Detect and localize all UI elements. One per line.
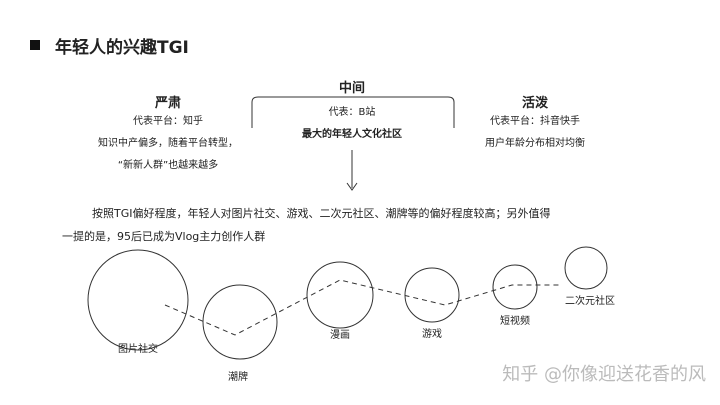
middle-line: 最大的年轻人文化社区 bbox=[302, 129, 402, 140]
paragraph-line: 按照TGI偏好程度，年轻人对图片社交、游戏、二次元社区、潮牌等的偏好程度较高；另… bbox=[92, 207, 551, 220]
bubble-circle bbox=[202, 284, 278, 360]
bubble-label: 图片社交 bbox=[118, 344, 158, 355]
bubble-label: 二次元社区 bbox=[565, 296, 615, 307]
left-line: “新新人群”也越来越多 bbox=[117, 160, 219, 171]
page-title: 年轻人的兴趣TGI bbox=[55, 38, 189, 58]
bubble-circle bbox=[306, 261, 374, 329]
bracket bbox=[251, 96, 455, 128]
right-heading: 活泼 bbox=[521, 96, 549, 111]
right-line: 用户年龄分布相对均衡 bbox=[485, 138, 585, 149]
bubble-label: 漫画 bbox=[330, 330, 350, 341]
paragraph-line: 一提的是，95后已成为Vlog主力创作人群 bbox=[62, 230, 266, 243]
middle-line: 代表：B站 bbox=[328, 107, 376, 118]
trend-line bbox=[164, 279, 560, 336]
bubble-label: 游戏 bbox=[422, 329, 442, 340]
bubble-label: 潮牌 bbox=[228, 372, 248, 383]
left-line: 代表平台：知乎 bbox=[133, 116, 203, 127]
bubble-circle bbox=[404, 267, 460, 323]
left-heading: 严肃 bbox=[154, 96, 182, 111]
left-line: 知识中产偏多，随着平台转型， bbox=[98, 138, 238, 149]
middle-heading: 中间 bbox=[338, 81, 366, 96]
bubble-circle bbox=[492, 264, 538, 310]
title-bullet bbox=[30, 40, 40, 50]
bubble-circle bbox=[564, 246, 608, 290]
bubble-label: 短视频 bbox=[500, 316, 530, 327]
watermark: 知乎 @你像迎送花香的风 bbox=[502, 364, 706, 385]
arrow-head bbox=[346, 182, 358, 191]
bubble-circle bbox=[87, 249, 189, 351]
right-line: 代表平台：抖音快手 bbox=[490, 116, 580, 127]
